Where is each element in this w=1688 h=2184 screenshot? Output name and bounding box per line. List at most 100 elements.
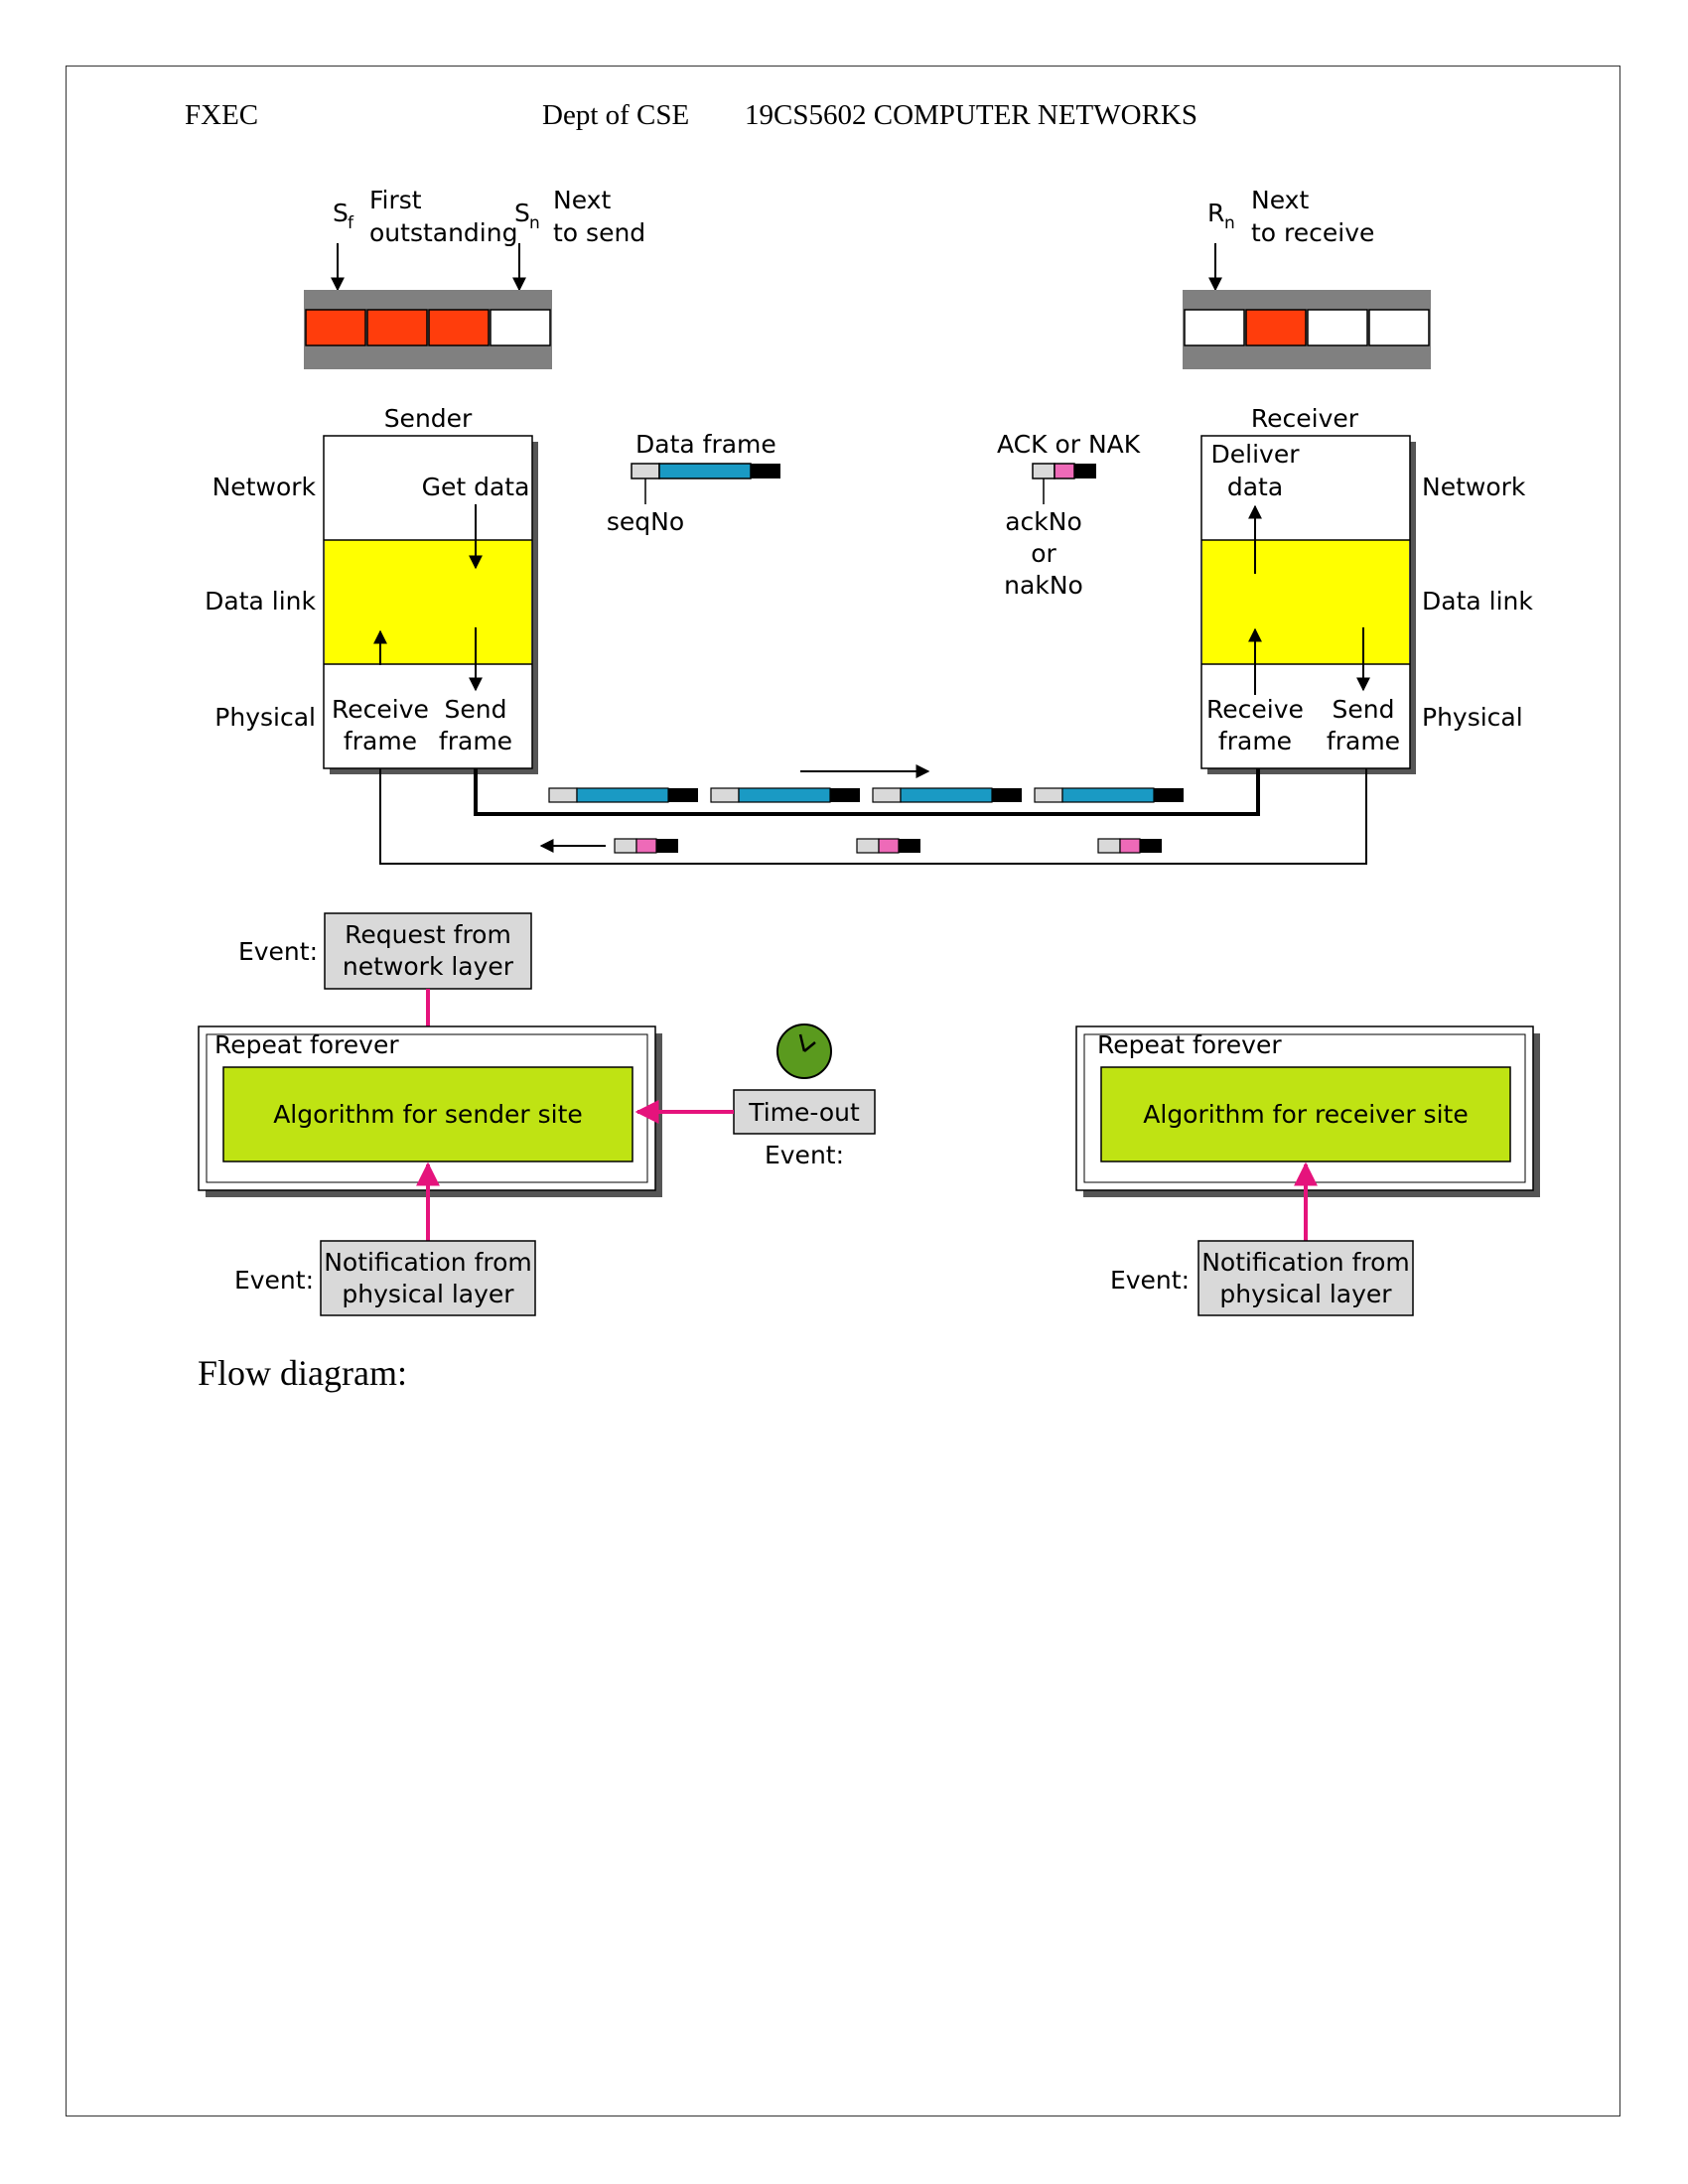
sf-label-line1: First xyxy=(369,186,422,214)
rn-symbol: R xyxy=(1207,199,1224,227)
sender-notify-box xyxy=(320,1240,536,1316)
sender-repeat-label: Repeat forever xyxy=(214,1030,399,1059)
data-channel xyxy=(474,768,1260,816)
sender-stack: Sender Get data Receive frame Send frame… xyxy=(205,404,538,774)
sn-symbol: S xyxy=(514,199,530,227)
data-frame-in-transit-2 xyxy=(710,787,860,803)
sf-symbol: S xyxy=(333,199,349,227)
data-frame-trailer xyxy=(751,464,780,478)
sender-algorithm-label: Algorithm for sender site xyxy=(273,1100,583,1129)
ack-frame-field xyxy=(1054,463,1075,479)
ack-frame-nakno: nakNo xyxy=(1004,571,1083,600)
receiver-receive-frame-1: Receive xyxy=(1206,695,1304,724)
receiver-stack: Receiver Deliver data Receive frame Send… xyxy=(1200,404,1533,774)
rn-label-line1: Next xyxy=(1251,186,1309,214)
ack-frame-header xyxy=(1032,463,1055,479)
sf-label-line2: outstanding xyxy=(369,218,517,247)
header-department: Dept of CSE xyxy=(542,99,690,131)
data-frame-title: Data frame xyxy=(635,430,776,459)
receiver-algorithm-box xyxy=(1100,1066,1511,1162)
receiver-slot-2 xyxy=(1245,309,1307,346)
header-course: 19CS5602 COMPUTER NETWORKS xyxy=(745,99,1197,131)
ack-frame-ackno: ackNo xyxy=(1005,507,1082,536)
receiver-deliver-data-1: Deliver xyxy=(1211,440,1301,469)
data-frame-in-transit-3 xyxy=(872,787,1022,803)
receiver-slot-3 xyxy=(1307,309,1368,346)
ack-channel xyxy=(379,768,1367,865)
receiver-receive-frame-2: frame xyxy=(1218,727,1292,755)
rn-label-line2: to receive xyxy=(1251,218,1374,247)
ack-frame-in-transit-1 xyxy=(614,838,678,854)
receiver-slot-4 xyxy=(1368,309,1430,346)
receiver-notify-event-label: Event: xyxy=(1110,1266,1190,1295)
data-frame-in-transit-4 xyxy=(1034,787,1184,803)
ack-frame-in-transit-2 xyxy=(856,838,920,854)
sender-slot-3 xyxy=(428,309,490,346)
receiver-title: Receiver xyxy=(1251,404,1359,433)
data-frame-header xyxy=(631,463,660,479)
sender-notify-line2: physical layer xyxy=(342,1280,514,1308)
receiver-datalink-layer xyxy=(1202,540,1409,664)
ack-frame-title: ACK or NAK xyxy=(997,430,1141,459)
receiver-event-section: Repeat forever Algorithm for receiver si… xyxy=(1075,1025,1540,1316)
receiver-notify-line2: physical layer xyxy=(1219,1280,1392,1308)
sender-title: Sender xyxy=(384,404,473,433)
sender-datalink-layer xyxy=(325,540,531,664)
channels xyxy=(379,764,1367,865)
receiver-repeat-label: Repeat forever xyxy=(1097,1030,1282,1059)
data-frame-legend: Data frame seqNo xyxy=(607,430,780,536)
timeout-event-text: Time-out xyxy=(748,1098,860,1127)
rn-subscript: n xyxy=(1224,213,1235,233)
sender-window: S f First outstanding S n Next to send xyxy=(304,186,645,369)
flow-diagram-caption: Flow diagram: xyxy=(198,1353,407,1393)
header-institution: FXEC xyxy=(185,99,259,131)
receiver-slot-1 xyxy=(1184,309,1245,346)
sender-algorithm-box xyxy=(222,1066,633,1162)
receiver-physical-label: Physical xyxy=(1422,703,1523,732)
receiver-notify-box xyxy=(1197,1240,1414,1316)
sender-slot-1 xyxy=(305,309,366,346)
data-frame-in-transit-1 xyxy=(548,787,698,803)
sender-send-frame-1: Send xyxy=(445,695,507,724)
ack-frame-or: or xyxy=(1031,539,1056,568)
receiver-notify-line1: Notification from xyxy=(1201,1248,1410,1277)
sender-event-section: Event: Request from network layer Repeat… xyxy=(198,912,662,1316)
sender-slot-4 xyxy=(490,309,551,346)
sender-get-data: Get data xyxy=(422,473,530,501)
timeout-event-label: Event: xyxy=(765,1141,844,1169)
timeout-event-box xyxy=(733,1089,876,1135)
receiver-datalink-label: Data link xyxy=(1422,587,1533,615)
request-event-label: Event: xyxy=(238,937,318,966)
sender-receive-frame-2: frame xyxy=(344,727,417,755)
sn-label-line1: Next xyxy=(553,186,611,214)
sender-slot-2 xyxy=(366,309,428,346)
data-frame-payload xyxy=(658,463,752,479)
timeout-event-section: Time-out Event: xyxy=(634,1024,876,1169)
receiver-window: R n Next to receive xyxy=(1183,186,1431,369)
ack-frame-in-transit-3 xyxy=(1097,838,1162,854)
data-frame-seqno: seqNo xyxy=(607,507,684,536)
request-event-box xyxy=(324,912,532,990)
receiver-network-label: Network xyxy=(1422,473,1526,501)
ack-frame-legend: ACK or NAK ackNo or nakNo xyxy=(997,430,1141,600)
receiver-send-frame-2: frame xyxy=(1327,727,1400,755)
ack-frame-trailer xyxy=(1074,464,1096,478)
sender-physical-label: Physical xyxy=(214,703,316,732)
request-event-line2: network layer xyxy=(343,952,514,981)
sender-notify-line1: Notification from xyxy=(324,1248,532,1277)
sender-datalink-label: Data link xyxy=(205,587,316,615)
sender-notify-event-label: Event: xyxy=(234,1266,314,1295)
clock-icon xyxy=(776,1024,832,1079)
sender-network-label: Network xyxy=(212,473,317,501)
receiver-deliver-data-2: data xyxy=(1227,473,1283,501)
receiver-send-frame-1: Send xyxy=(1333,695,1395,724)
sn-subscript: n xyxy=(529,213,540,233)
page-border xyxy=(66,66,1620,2116)
sf-subscript: f xyxy=(348,213,354,233)
receiver-algorithm-label: Algorithm for receiver site xyxy=(1143,1100,1468,1129)
request-event-line1: Request from xyxy=(345,920,511,949)
sn-label-line2: to send xyxy=(553,218,645,247)
sender-receive-frame-1: Receive xyxy=(332,695,429,724)
sender-send-frame-2: frame xyxy=(439,727,512,755)
